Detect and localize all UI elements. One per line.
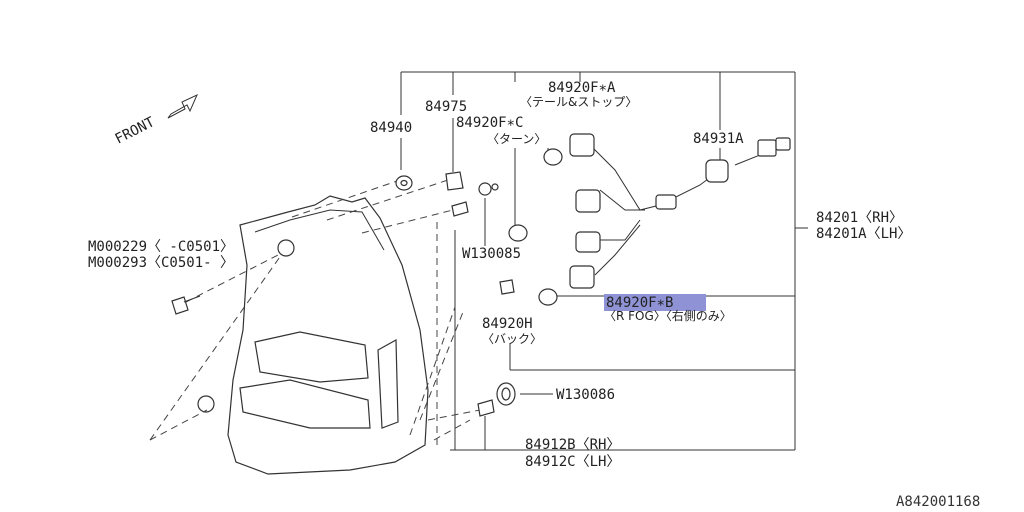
callout-84920FA[interactable]: 84920F∗A <box>548 80 616 96</box>
callout-84912B-rh[interactable]: 84912B〈RH〉 <box>525 437 620 453</box>
callout-84201A-lh[interactable]: 84201A〈LH〉 <box>816 226 911 242</box>
callout-84920FC-note: 〈ターン〉 <box>487 132 546 146</box>
callout-84912C-lh[interactable]: 84912C〈LH〉 <box>525 454 620 470</box>
harness-assembly <box>508 133 791 306</box>
selected-part-highlight <box>604 294 706 311</box>
small-parts <box>171 171 516 417</box>
callout-W130086[interactable]: W130086 <box>556 387 615 403</box>
diagram-code: A842001168 <box>896 494 980 510</box>
callout-84920FB-note: 〈R FOG〉〈右側のみ〉 <box>604 308 732 323</box>
callout-84920H[interactable]: 84920H <box>482 316 533 332</box>
callout-84920FA-note: 〈テール&ストップ〉 <box>520 95 637 109</box>
callout-84940[interactable]: 84940 <box>370 120 412 136</box>
tail-lamp-housing <box>197 195 429 475</box>
callout-labels: 84940 84975 84920F∗A 〈テール&ストップ〉 84920F∗C… <box>88 80 911 470</box>
callout-W130085[interactable]: W130085 <box>462 246 521 262</box>
callout-84920FC[interactable]: 84920F∗C <box>456 115 523 131</box>
callout-84931A[interactable]: 84931A <box>693 131 744 147</box>
assembly-guides <box>149 179 481 445</box>
callout-84920FB[interactable]: 84920F∗B <box>606 295 673 311</box>
front-arrow-icon: FRONT <box>113 93 198 148</box>
callout-84920H-note: 〈バック〉 <box>482 332 542 346</box>
front-label: FRONT <box>113 114 158 148</box>
callout-M000229[interactable]: M000229〈 -C0501〉 <box>88 239 234 255</box>
callout-M000293[interactable]: M000293〈C0501- 〉 <box>88 255 234 271</box>
callout-84975[interactable]: 84975 <box>425 99 467 115</box>
callout-84201-rh[interactable]: 84201〈RH〉 <box>816 210 903 226</box>
